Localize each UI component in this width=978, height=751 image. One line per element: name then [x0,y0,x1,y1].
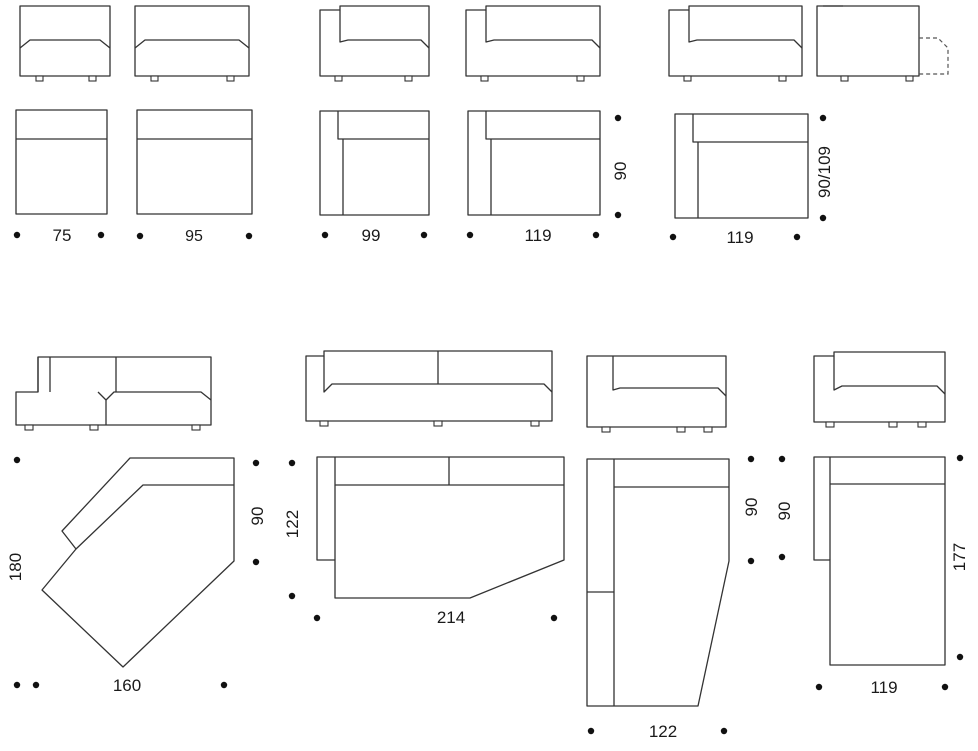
dimension-dots-row4 [13,454,964,735]
dim-sofa-214-width: 214 [437,608,465,627]
plan-view-sofa-214 [316,456,565,599]
dim-arm-99-width: 99 [362,226,381,245]
front-view-arm-99 [319,5,430,82]
plan-view-chaise-119 [813,456,946,666]
dim-chaise-119-width: 119 [870,678,897,697]
plan-view-armless-95 [136,109,253,215]
front-view-arm-119 [465,5,601,82]
front-view-armless-75 [19,5,111,82]
dim-angle-depth: 90 [248,507,267,526]
dim-sofa-depth: 90 [611,162,630,181]
dim-armless-95-width: 95 [185,228,203,245]
dim-angle-side: 180 [6,553,25,581]
front-view-armless-95 [134,5,250,82]
dim-arm-119-width: 119 [524,226,551,245]
plan-view-arm-99 [319,110,430,216]
dim-chaise-122-width: 122 [649,722,677,741]
plan-view-chaise-122 [586,458,730,707]
front-view-chaise-122 [586,355,727,433]
dim-angle-width: 160 [113,676,141,695]
dim-chaise-119-length: 177 [950,543,969,571]
front-view-angle-sofa [15,356,212,431]
dim-sofa-214-depth: 122 [283,510,302,538]
dim-arm-119b-depth: 90/109 [815,146,834,198]
plan-view-angle-sofa [41,457,235,668]
dimension-dots-row2 [13,114,827,241]
side-view-module [816,5,949,82]
plan-view-arm-119 [467,110,601,216]
dim-arm-119b-width: 119 [726,228,753,247]
dim-armless-75-width: 75 [53,226,72,245]
plan-view-arm-119b [674,113,809,219]
front-view-arm-119b [668,5,803,82]
front-view-sofa-214 [305,350,553,427]
plan-view-armless-75 [15,109,108,215]
front-view-chaise-119 [813,351,946,428]
dim-chaise-122-depth: 90 [742,498,761,517]
dim-chaise-119-depth: 90 [775,502,794,521]
